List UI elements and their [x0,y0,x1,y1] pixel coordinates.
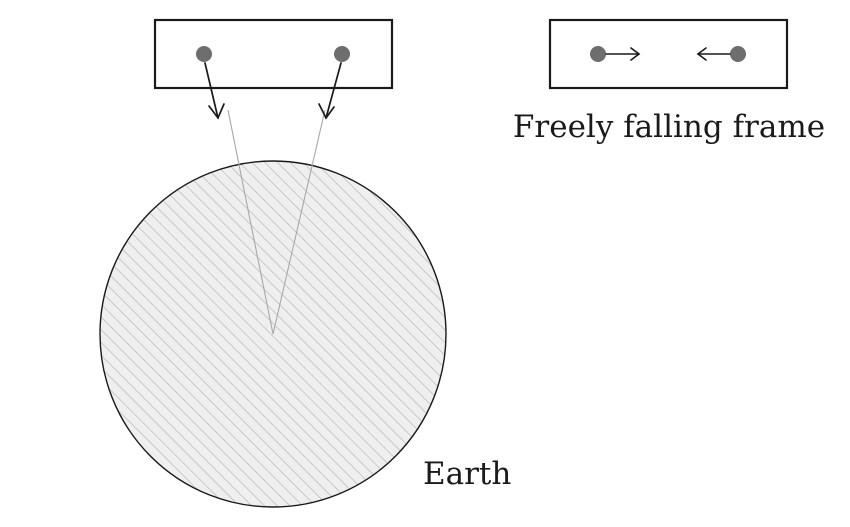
ff-arrow-left [696,47,731,61]
fall-arrow-right [318,62,342,120]
earth-label: Earth [423,456,511,492]
mass-dot-right [334,46,350,62]
ff-arrow-right [605,47,641,61]
fall-arrow-left [204,62,225,120]
ff-mass-dot-left [590,46,606,62]
radial-line-left [227,109,274,335]
frame-label: Freely falling frame [513,109,825,145]
freely-falling-frame-box [548,18,789,90]
ff-mass-dot-right [730,46,746,62]
lab-frame-box [153,18,394,90]
radial-line-right [272,109,326,335]
mass-dot-left [196,46,212,62]
